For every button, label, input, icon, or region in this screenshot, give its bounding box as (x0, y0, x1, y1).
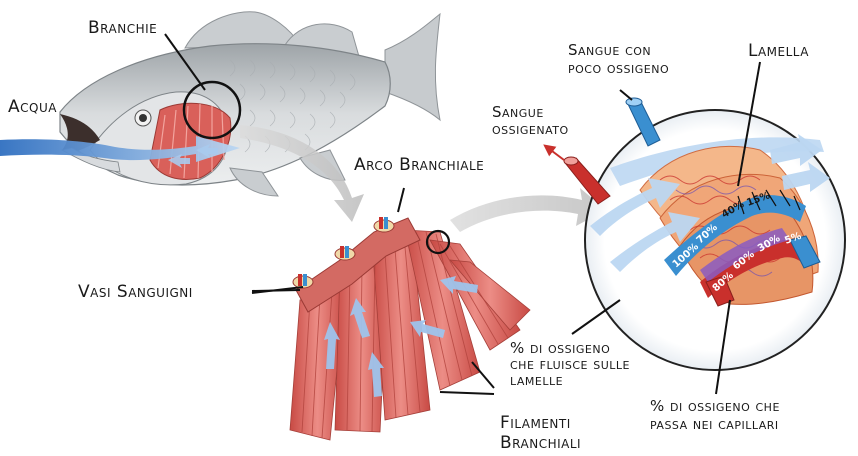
label-acqua: Acqua (8, 98, 57, 117)
label-branchie: Branchie (88, 19, 157, 38)
label-vasi-sanguigni: Vasi Sanguigni (78, 283, 193, 302)
label-perc-fluisce-1: % di ossigeno (510, 340, 610, 356)
zoom-arrow-2 (450, 188, 606, 232)
label-perc-fluisce-2: che fluisce sulle (510, 356, 630, 372)
label-filamenti-1: Filamenti (500, 414, 571, 433)
label-perc-passa-1: % di ossigeno che (650, 398, 780, 414)
label-filamenti-2: Branchiali (500, 434, 581, 453)
gill-arch (290, 217, 530, 440)
label-lamella: Lamella (748, 42, 809, 61)
label-perc-fluisce-3: lamelle (510, 372, 563, 388)
label-sangue-poco-2: poco ossigeno (568, 60, 669, 76)
lamella-closeup: 100% 70% 40% 15% 80% 60% 30% 5% (564, 98, 845, 370)
label-sangue-ossigenato-2: ossigenato (492, 121, 569, 137)
label-sangue-ossigenato-1: Sangue (492, 104, 544, 120)
label-arco-branchiale: Arco Branchiale (354, 156, 484, 175)
oxygenated-blood-arrow (548, 148, 564, 160)
label-sangue-poco-1: Sangue con (568, 42, 651, 58)
label-perc-passa-2: passa nei capillari (650, 416, 779, 432)
